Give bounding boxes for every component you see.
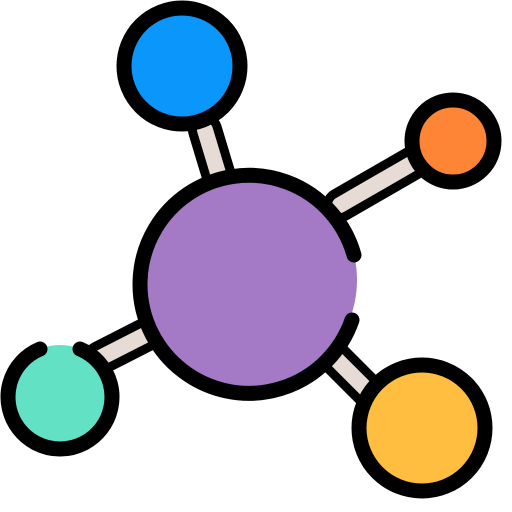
atom-left bbox=[0, 341, 120, 457]
atom-bottom-fill bbox=[359, 365, 485, 491]
atom-center-fill bbox=[139, 171, 357, 389]
atom-top bbox=[116, 0, 248, 132]
atom-left-outline bbox=[0, 341, 120, 457]
atom-top-fill bbox=[124, 8, 240, 124]
atom-right-fill bbox=[412, 100, 494, 182]
atom-bottom bbox=[351, 357, 493, 499]
atom-top-outline bbox=[116, 0, 248, 132]
atom-bottom-outline bbox=[351, 357, 493, 499]
atom-left-fill bbox=[8, 345, 112, 449]
atom-center bbox=[132, 167, 362, 401]
atom-center-outline bbox=[132, 167, 362, 401]
atom-right bbox=[404, 92, 502, 190]
bond-right-core bbox=[332, 152, 426, 213]
atom-right-outline bbox=[404, 92, 502, 190]
